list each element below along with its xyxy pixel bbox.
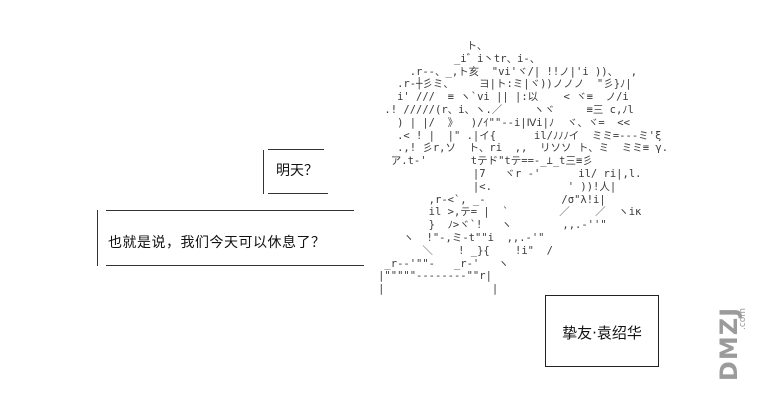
speech-bubble-large-text: 也就是说，我们今天可以休息了？ (108, 235, 326, 251)
speech-bubble-small-text: 明天？ (276, 163, 318, 179)
watermark-domain: .com (738, 307, 749, 331)
speech-bubble-large: 也就是说，我们今天可以休息了？ (97, 210, 368, 266)
speech-bubble-small: 明天？ (263, 149, 344, 194)
character-caption-text: 挚友·袁绍华 (562, 324, 642, 342)
character-caption-box: 挚友·袁绍华 (545, 295, 659, 367)
site-watermark: DMZJ .com (715, 292, 758, 392)
ascii-art-illustration: ト、 _i゛i丶tr、i-、 .r--、_,ト亥 "vi'ヾ/| !!ノ|'i … (378, 40, 669, 296)
